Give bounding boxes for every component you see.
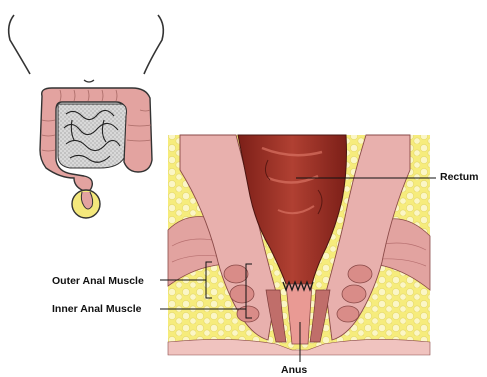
rectum-label: Rectum	[440, 172, 479, 183]
navel-mark	[84, 80, 94, 82]
inner-anal-muscle-label: Inner Anal Muscle	[52, 304, 141, 315]
small-intestine	[58, 104, 127, 168]
cross-section	[168, 135, 430, 355]
outer-anal-muscle-label: Outer Anal Muscle	[52, 276, 144, 287]
anus-label: Anus	[281, 365, 307, 376]
torso-outline	[9, 15, 164, 74]
